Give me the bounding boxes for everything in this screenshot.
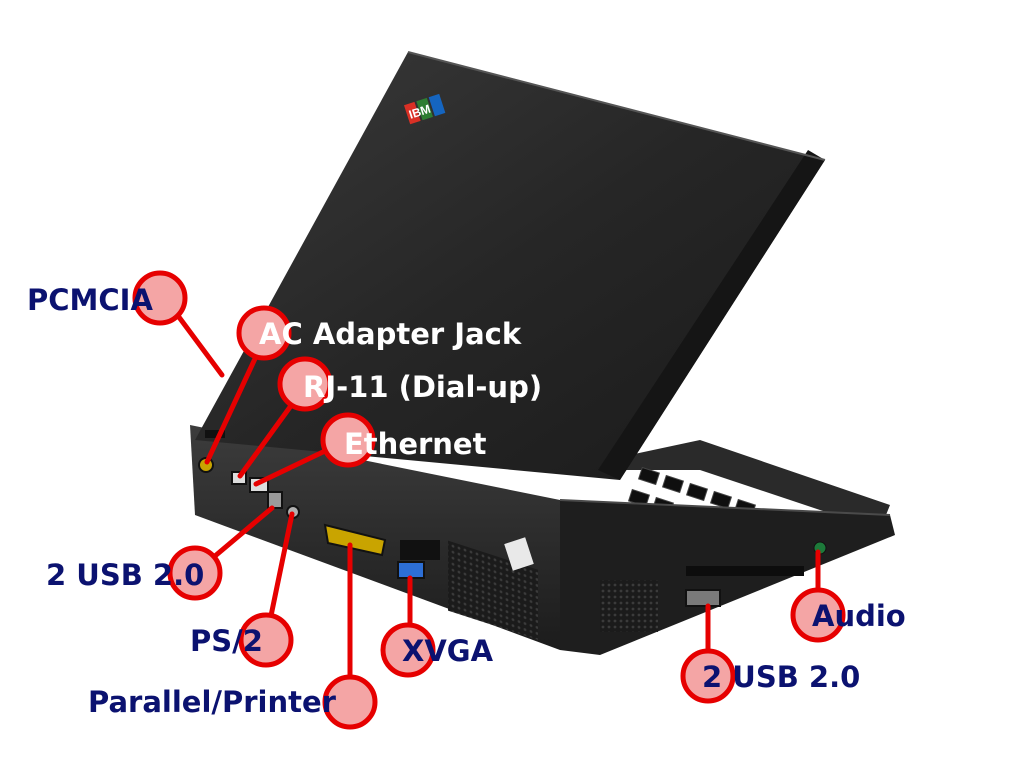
ethernet-label: Ethernet xyxy=(344,427,487,461)
optical-slot xyxy=(686,566,804,576)
ps2-marker xyxy=(238,612,294,668)
white-latch xyxy=(504,537,534,571)
usb-ports-left xyxy=(267,491,283,509)
parallel-label: Parallel/Printer xyxy=(88,685,336,719)
parallel-marker xyxy=(322,674,378,730)
ibm-logo: IBM xyxy=(403,93,446,125)
ps2-label: PS/2 xyxy=(190,624,263,658)
usb-ports-right xyxy=(685,589,721,607)
laptop-lid xyxy=(195,52,825,480)
rj11-label: RJ-11 (Dial-up) xyxy=(303,370,543,404)
rj11-marker xyxy=(277,356,333,412)
audio-label: Audio xyxy=(812,599,906,633)
vent-grille-right xyxy=(600,580,658,632)
keyboard-deck xyxy=(560,440,890,530)
svg-text:IBM: IBM xyxy=(407,102,432,122)
audio-marker xyxy=(790,587,846,643)
xvga-port xyxy=(397,561,425,579)
usb-right-label: 2 USB 2.0 xyxy=(702,660,861,694)
pcmcia-marker xyxy=(132,270,188,326)
ac-adapter-label: AC Adapter Jack xyxy=(259,317,522,351)
pcmcia-slot xyxy=(205,430,225,438)
ethernet-marker xyxy=(320,412,376,468)
xvga-label: XVGA xyxy=(402,634,494,668)
parallel-port xyxy=(323,523,387,557)
usb-right-marker xyxy=(680,648,736,704)
ac-adapter-marker xyxy=(236,305,292,361)
xvga-marker xyxy=(380,622,436,678)
usb-left-label: 2 USB 2.0 xyxy=(46,558,205,592)
dock-connector xyxy=(400,540,440,560)
usb-left-marker xyxy=(167,545,223,601)
pcmcia-label: PCMCIA xyxy=(27,283,153,317)
